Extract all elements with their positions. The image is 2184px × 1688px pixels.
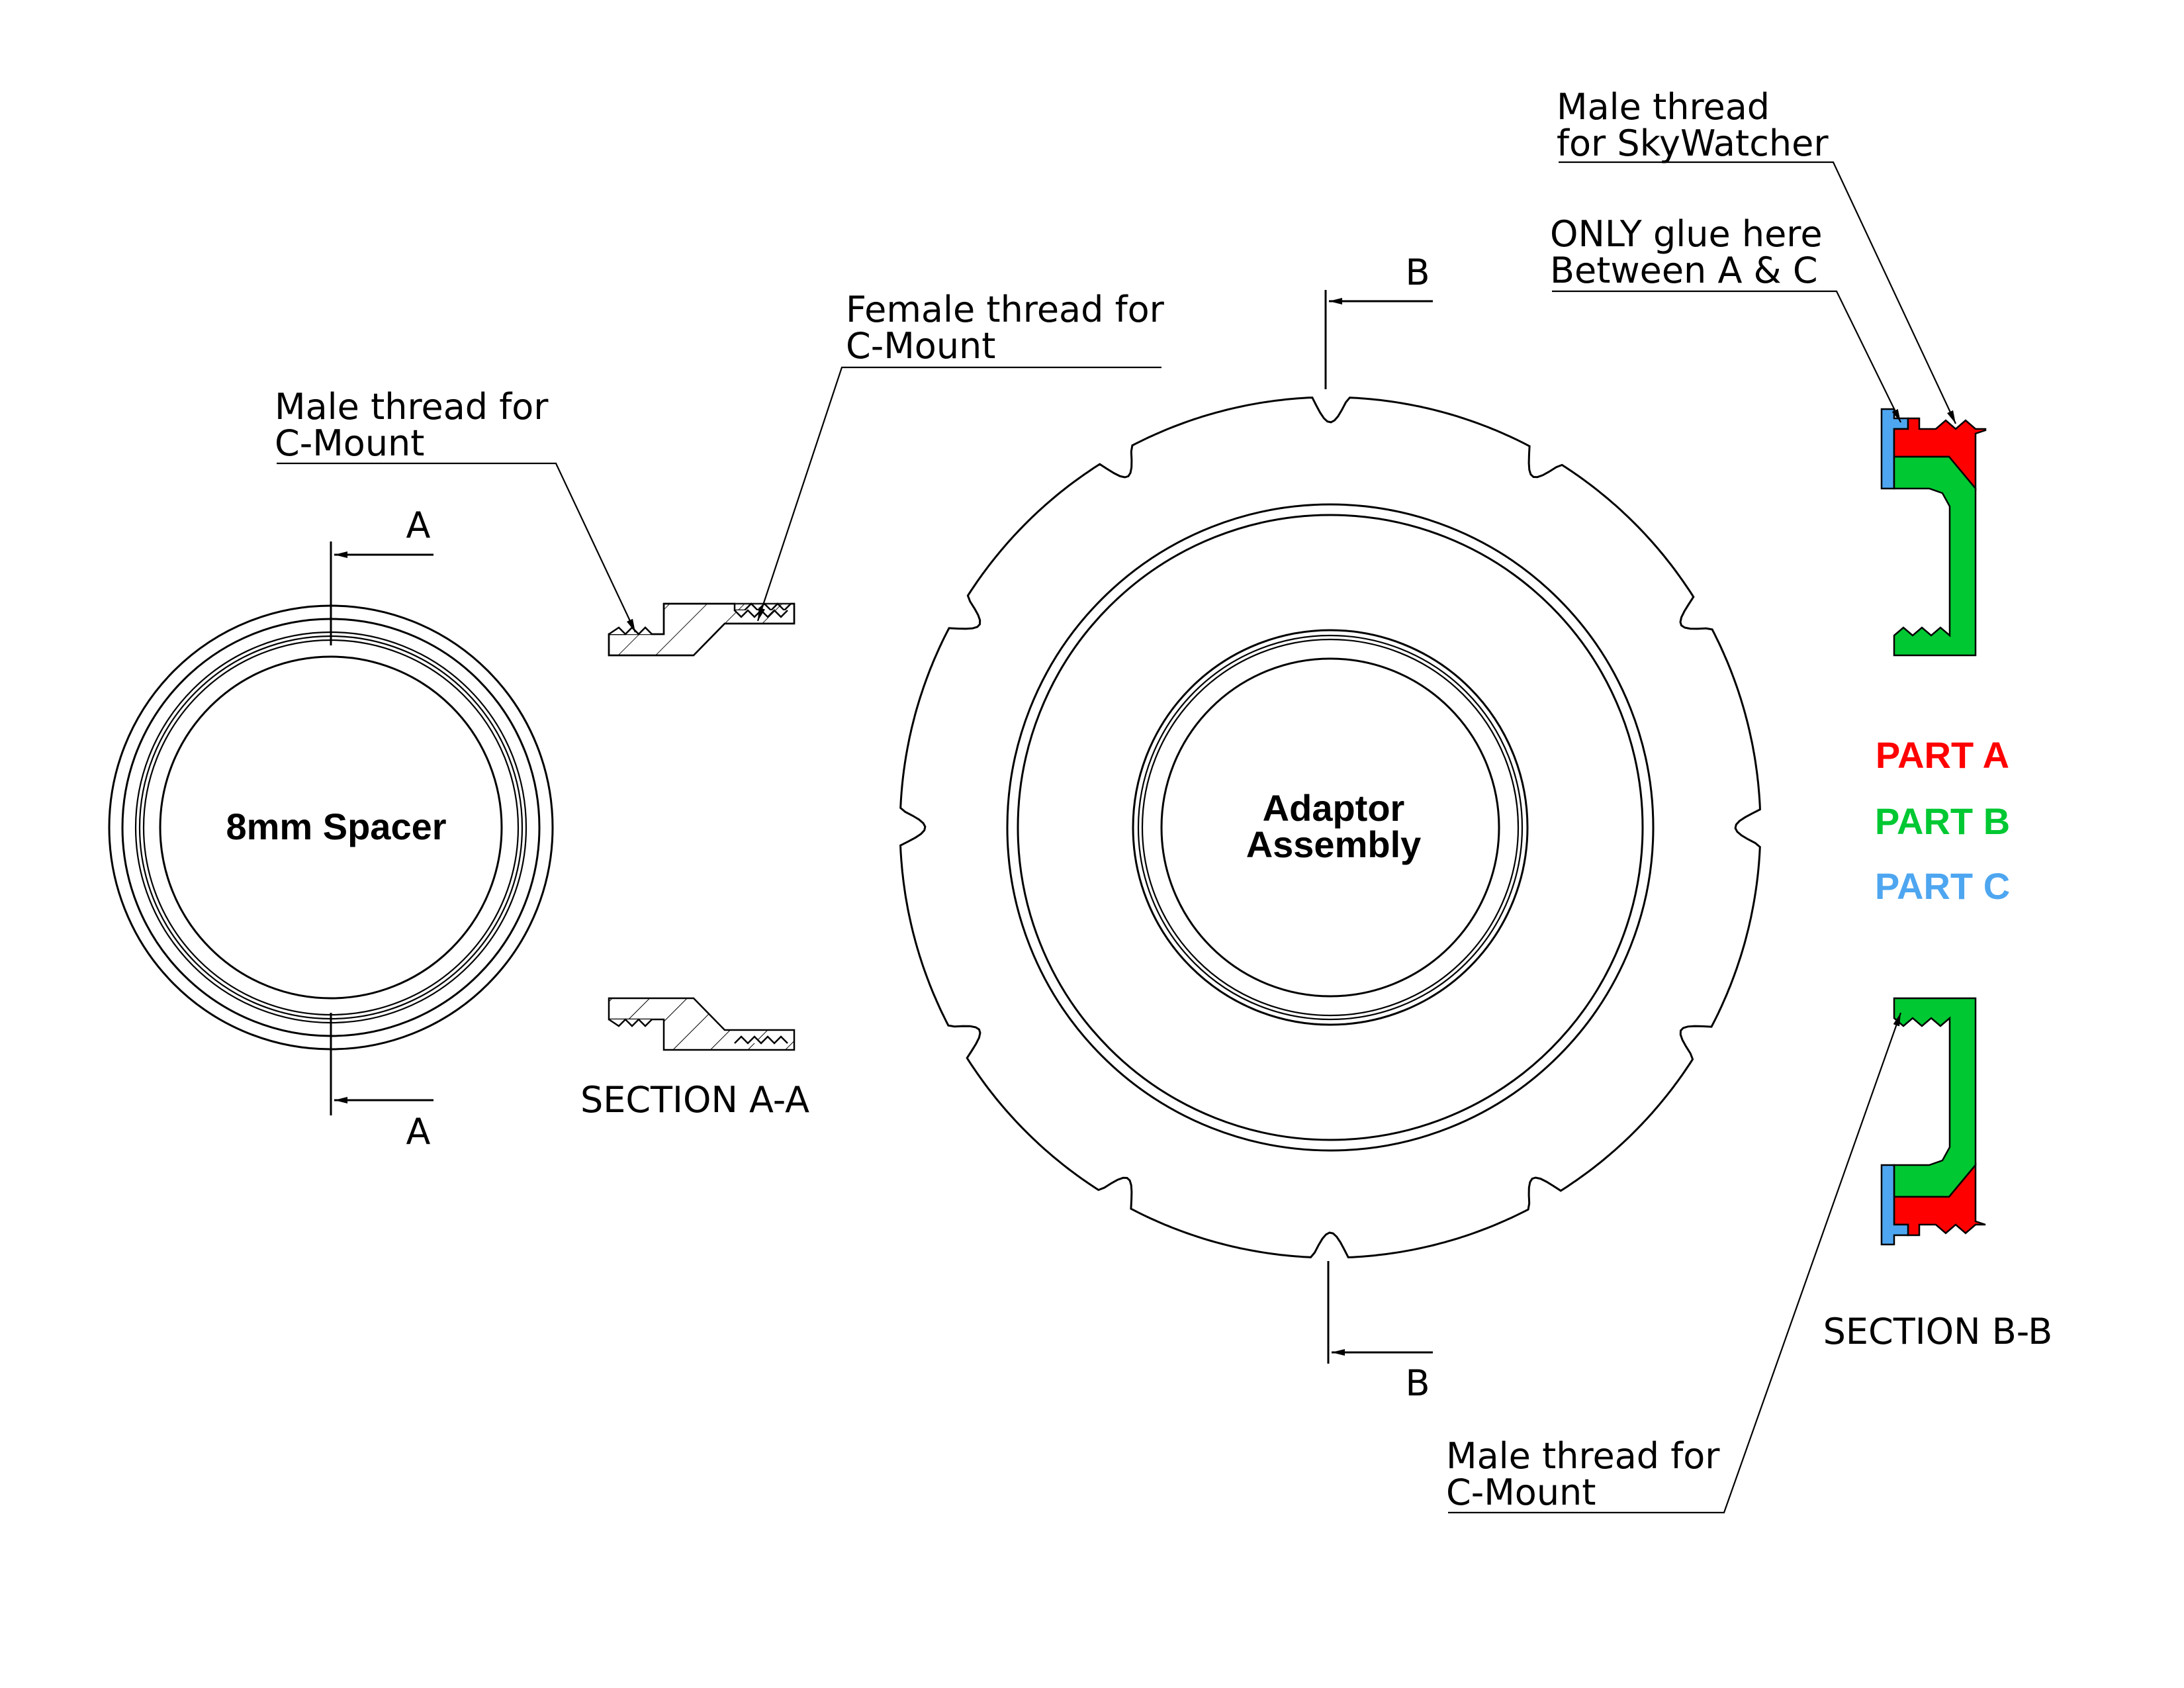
section-a-caption: SECTION A-A <box>580 1079 809 1121</box>
section-a-marker-bottom: A <box>406 1111 431 1152</box>
svg-text:C-Mount: C-Mount <box>846 325 995 367</box>
spacer-front-view: 8mm Spacer <box>108 604 554 1051</box>
section-b-marker-top: B <box>1405 252 1430 293</box>
svg-text:C-Mount: C-Mount <box>1446 1472 1596 1513</box>
part-b-bottom <box>1893 997 1977 1198</box>
part-c-bottom <box>1880 1164 1909 1246</box>
callout-male-cmount-left: Male thread for C-Mount <box>275 386 636 633</box>
legend-part-b: PART B <box>1875 800 2010 842</box>
spacer-title: 8mm Spacer <box>226 806 446 847</box>
parts-legend: PART A PART B PART C <box>1875 734 2010 907</box>
svg-text:Male thread: Male thread <box>1557 86 1770 128</box>
section-b-caption: SECTION B-B <box>1823 1311 2053 1352</box>
adaptor-front-view: Adaptor Assembly <box>899 397 1761 1258</box>
section-a-cutting-plane: A A <box>330 504 433 1152</box>
callout-female-cmount: Female thread for C-Mount <box>756 289 1165 622</box>
svg-text:C-Mount: C-Mount <box>275 422 424 464</box>
section-b-marker-bottom: B <box>1405 1362 1430 1404</box>
legend-part-a: PART A <box>1876 734 2009 776</box>
section-b-profiles: SECTION B-B <box>1823 408 2053 1352</box>
adaptor-scalloped-outline <box>899 397 1761 1258</box>
adaptor-title-line1: Adaptor <box>1263 787 1405 829</box>
callout-glue-note: ONLY glue here Between A & C <box>1550 213 1901 423</box>
callout-male-cmount-right: Male thread for C-Mount <box>1446 1012 1902 1514</box>
section-b-cutting-plane: B B <box>1324 252 1433 1404</box>
part-b-top <box>1893 455 1977 657</box>
section-a-profiles: SECTION A-A <box>580 602 809 1121</box>
section-a-marker-top: A <box>406 504 431 546</box>
svg-text:Male thread for: Male thread for <box>275 386 549 428</box>
svg-text:Between A & C: Between A & C <box>1550 250 1818 291</box>
svg-text:Male thread for: Male thread for <box>1446 1435 1720 1477</box>
svg-text:for SkyWatcher: for SkyWatcher <box>1557 122 1829 164</box>
legend-part-c: PART C <box>1875 865 2010 907</box>
callout-male-skywatcher: Male thread for SkyWatcher <box>1557 86 1956 424</box>
adaptor-title-line2: Assembly <box>1246 823 1422 865</box>
svg-text:Female thread for: Female thread for <box>846 289 1165 330</box>
svg-text:ONLY glue here: ONLY glue here <box>1550 213 1823 255</box>
